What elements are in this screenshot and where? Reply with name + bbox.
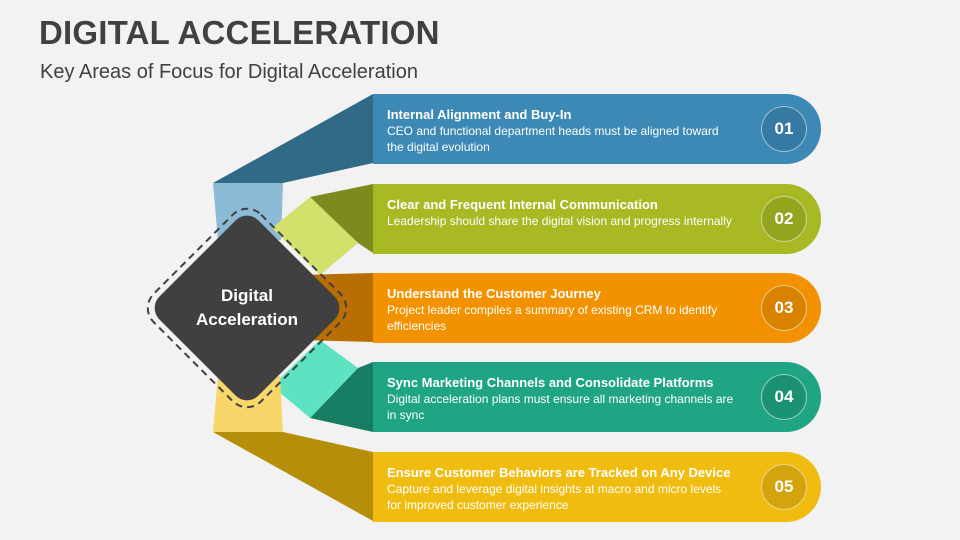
focus-item-title: Sync Marketing Channels and Consolidate … <box>387 375 714 390</box>
center-diamond-dashed-outline <box>146 207 348 409</box>
number-badge: 05 <box>761 464 807 510</box>
focus-item-04: Sync Marketing Channels and Consolidate … <box>373 362 821 432</box>
focus-item-description: Capture and leverage digital insights at… <box>387 482 722 512</box>
focus-item-description: Digital acceleration plans must ensure a… <box>387 392 734 422</box>
number-badge: 03 <box>761 285 807 331</box>
center-label: Digital Acceleration <box>172 284 322 332</box>
focus-item-05: Ensure Customer Behaviors are Tracked on… <box>373 452 821 522</box>
focus-item-description: CEO and functional department heads must… <box>387 124 719 154</box>
connector-01-fold <box>213 94 373 183</box>
focus-item-03: Understand the Customer Journey Project … <box>373 273 821 343</box>
focus-item-01: Internal Alignment and Buy-In CEO and fu… <box>373 94 821 164</box>
center-label-line2: Acceleration <box>195 310 299 329</box>
connector-02-stem <box>272 197 358 275</box>
focus-item-title: Clear and Frequent Internal Communicatio… <box>387 197 658 212</box>
connector-02-fold <box>310 184 373 253</box>
focus-item-02: Clear and Frequent Internal Communicatio… <box>373 184 821 254</box>
number-badge: 02 <box>761 196 807 242</box>
focus-item-title: Internal Alignment and Buy-In <box>387 107 572 122</box>
focus-item-title: Ensure Customer Behaviors are Tracked on… <box>387 465 731 480</box>
page-subtitle: Key Areas of Focus for Digital Accelerat… <box>40 61 418 83</box>
connector-04-fold <box>310 362 373 432</box>
focus-item-title: Understand the Customer Journey <box>387 286 601 301</box>
page-title: DIGITAL ACCELERATION <box>39 14 440 51</box>
focus-item-description: Leadership should share the digital visi… <box>387 214 732 228</box>
center-diamond <box>154 215 340 401</box>
connector-05-fold <box>213 432 373 521</box>
focus-item-description: Project leader compiles a summary of exi… <box>387 303 718 333</box>
center-label-line1: Digital <box>221 286 273 305</box>
number-badge: 01 <box>761 106 807 152</box>
number-badge: 04 <box>761 374 807 420</box>
connector-04-stem <box>272 340 358 418</box>
